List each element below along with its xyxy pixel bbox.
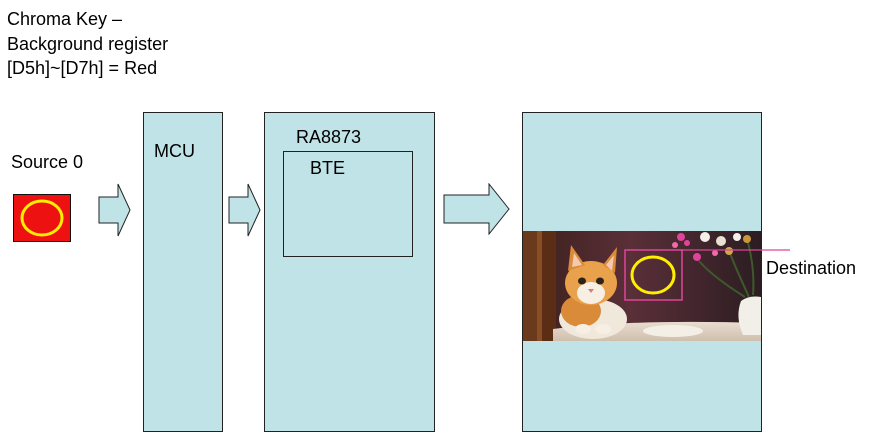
header-line-3: [D5h]~[D7h] = Red [7,58,158,78]
source-image [13,194,71,242]
destination-panel [522,112,762,432]
destination-label: Destination [766,258,857,278]
source-label: Source 0 [11,152,84,172]
ra8873-panel: RA8873 BTE [264,112,435,432]
header-line-2: Background register [7,34,169,54]
arrow-right-icon [443,183,510,235]
destination-pointer-line [680,249,790,251]
header-line-1: Chroma Key – [7,9,123,29]
source-circle-icon [20,199,64,237]
arrow-right-icon [228,183,261,237]
arrow-right-icon [98,183,131,237]
mcu-panel: MCU [143,112,223,432]
bte-box: BTE [283,151,413,257]
kitten-photo-image [523,231,761,341]
ra8873-label: RA8873 [296,127,362,147]
mcu-label: MCU [154,141,195,161]
bte-label: BTE [310,158,346,178]
